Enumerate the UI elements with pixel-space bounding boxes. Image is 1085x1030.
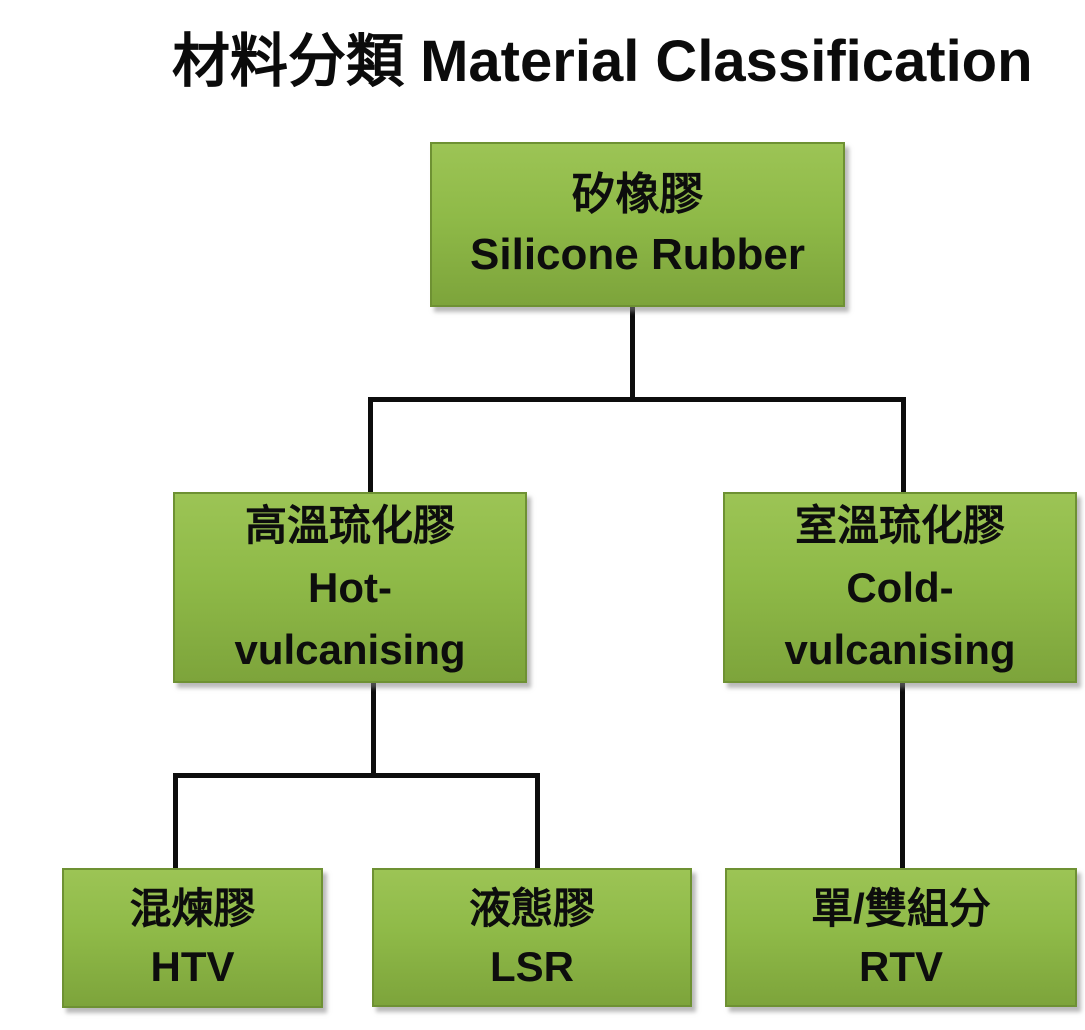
node-cold-vulcanising-label-en2: vulcanising [784, 625, 1016, 673]
node-cold-vulcanising: 室溫琉化膠 Cold- vulcanising [723, 492, 1077, 683]
node-rtv-label-en: RTV [859, 942, 943, 990]
node-hot-vulcanising-label-zh: 高溫琉化膠 [244, 501, 455, 549]
node-htv: 混煉膠 HTV [62, 868, 323, 1008]
node-cold-vulcanising-label-en1: Cold- [846, 563, 954, 611]
connector-root-down [630, 307, 635, 400]
node-htv-label-en: HTV [150, 943, 235, 990]
node-cold-vulcanising-label-zh: 室溫琉化膠 [794, 501, 1005, 549]
node-lsr: 液態膠 LSR [372, 868, 692, 1007]
node-rtv: 單/雙組分 RTV [725, 868, 1077, 1007]
node-silicone-rubber: 矽橡膠 Silicone Rubber [430, 142, 845, 307]
page-title: 材料分類 Material Classification [172, 29, 1033, 94]
connector-lsr-drop [535, 773, 540, 868]
node-silicone-rubber-label-zh: 矽橡膠 [571, 169, 704, 219]
node-hot-vulcanising-label-en2: vulcanising [234, 625, 466, 673]
connector-cold-drop [901, 397, 906, 492]
node-htv-label-zh: 混煉膠 [129, 885, 256, 932]
connector-hot-drop [368, 397, 373, 492]
connector-htv-drop [173, 773, 178, 868]
connector-tier3-horizontal [173, 773, 540, 778]
node-hot-vulcanising: 高溫琉化膠 Hot- vulcanising [173, 492, 527, 683]
connector-hot-down [371, 683, 376, 776]
node-rtv-label-zh: 單/雙組分 [811, 884, 991, 932]
connector-tier2-horizontal [368, 397, 906, 402]
node-lsr-label-zh: 液態膠 [468, 884, 595, 932]
node-silicone-rubber-label-en: Silicone Rubber [470, 229, 805, 279]
connector-cold-to-rtv [900, 683, 905, 868]
node-lsr-label-en: LSR [490, 942, 574, 990]
node-hot-vulcanising-label-en1: Hot- [308, 563, 392, 611]
